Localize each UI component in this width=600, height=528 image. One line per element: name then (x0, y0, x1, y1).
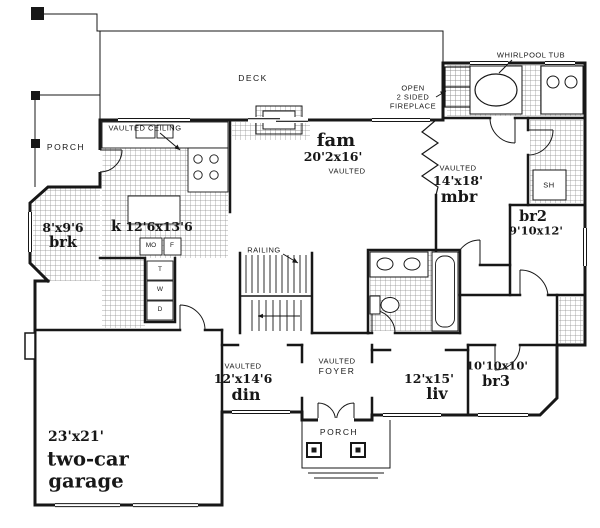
fireplace-icon (444, 66, 474, 108)
mud-hall-tile (102, 258, 145, 328)
bedroom2-dims: 9'10x12' (509, 223, 563, 238)
cooktop-icon (193, 154, 219, 180)
vaulted-ceiling-label: VAULTED CEILING (108, 123, 182, 133)
bedroom3-dims: 10'10x10' (466, 358, 528, 373)
family-room-dims: 20'2x16' (303, 148, 363, 164)
upper-porch-label: PORCH (46, 141, 86, 152)
kitchen-dims: 12'6x13'6 (125, 218, 193, 234)
family-room-note: VAULTED (328, 166, 366, 176)
garage-doors (55, 502, 198, 508)
garage-dims: 23'x21' (48, 429, 104, 445)
lower-porch-label: PORCH (319, 426, 359, 437)
lower-porch-outline (301, 420, 391, 479)
appliance-boxes (139, 237, 182, 256)
fireplace-label-line1: OPEN (401, 83, 425, 93)
garage-name-line2: garage (48, 469, 124, 493)
chimney-bump (24, 332, 36, 360)
door-swings (99, 117, 554, 421)
master-bedroom-note: VAULTED (439, 163, 477, 173)
foyer-note: VAULTED (318, 356, 356, 366)
kitchen-island (127, 195, 181, 225)
breakfast-dims: 8'x9'6 (42, 219, 84, 235)
railing-label: RAILING (247, 245, 281, 255)
family-room-name: fam (316, 130, 356, 151)
fridge-label: F (170, 241, 174, 249)
kitchen-name: k (110, 217, 122, 235)
dining-name: din (231, 385, 261, 404)
deck-label: DECK (238, 72, 268, 83)
microwave-box (139, 237, 163, 256)
bath-vanity-sinks-icon (369, 251, 429, 278)
master-bedroom-name: mbr (440, 187, 478, 206)
fridge-box (163, 237, 182, 256)
living-name: liv (426, 384, 448, 403)
bathtub-icon (431, 251, 459, 332)
fireplace-label-line3: FIREPLACE (389, 101, 437, 111)
breakfast-tile (30, 187, 100, 281)
deck-outline (44, 13, 444, 120)
windows (27, 60, 588, 418)
railing-arrow (282, 253, 299, 264)
fireplace-label-line2: 2 SIDED (396, 92, 430, 102)
stairs-icon (240, 255, 312, 331)
roof-corner-marker (31, 7, 44, 20)
garage-name-line1: two-car (47, 447, 129, 471)
vaulted-ceiling-arrow (159, 132, 181, 151)
bedroom3-name: br3 (482, 372, 510, 390)
tub-label: T (158, 265, 162, 273)
washer-label: W (156, 285, 164, 293)
dining-dims: 12'x14'6 (213, 370, 273, 386)
kitchen-sink-icon (135, 124, 156, 139)
kitchen-sink-icon (156, 124, 174, 139)
dryer-label: D (157, 305, 163, 313)
bedroom2-name: br2 (519, 207, 547, 225)
porch-post-icon (31, 139, 40, 148)
half-wall-zigzag (420, 119, 440, 196)
kitchen-counters (101, 121, 229, 225)
foyer-name: FOYER (318, 365, 356, 376)
living-dims: 12'x15' (404, 370, 454, 386)
microwave-label: MO (145, 241, 157, 249)
breakfast-name: brk (49, 233, 77, 251)
fireplace-arrow (435, 90, 447, 98)
closet-tile (559, 297, 583, 343)
laundry-stack (146, 260, 174, 321)
whirlpool-leader (498, 59, 513, 74)
toilet-icon (369, 295, 400, 315)
annotation-arrows (159, 59, 513, 264)
whirlpool-tub-label: WHIRLPOOL TUB (496, 50, 566, 60)
shower-icon (532, 169, 567, 201)
porch-post-icon (31, 91, 40, 100)
master-vanity-sinks-icon (540, 65, 584, 115)
whirlpool-tub-icon (469, 65, 523, 115)
dining-note: VAULTED (224, 361, 262, 371)
master-bedroom-dims: 14'x18' (433, 172, 483, 188)
shower-label: SH (543, 180, 555, 190)
porch-columns (306, 442, 366, 458)
